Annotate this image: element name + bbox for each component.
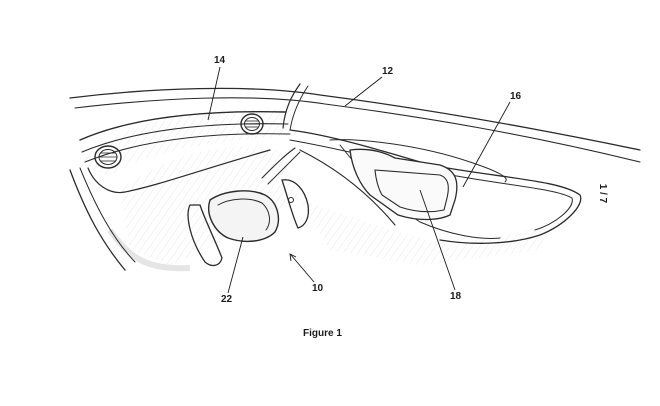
display-unit bbox=[329, 139, 507, 221]
sheet-number: 1 / 7 bbox=[597, 183, 609, 204]
left-air-vent bbox=[94, 145, 122, 169]
label-18: 18 bbox=[450, 291, 462, 302]
center-air-vent bbox=[240, 113, 264, 135]
label-10: 10 bbox=[312, 283, 324, 294]
label-12: 12 bbox=[382, 66, 394, 77]
windshield-edge bbox=[69, 83, 641, 163]
leader-lines bbox=[207, 66, 511, 294]
label-16: 16 bbox=[510, 91, 522, 102]
label-22: 22 bbox=[221, 294, 233, 305]
label-14: 14 bbox=[214, 55, 226, 66]
steering-yoke bbox=[187, 147, 310, 267]
figure-caption: Figure 1 bbox=[303, 328, 342, 339]
